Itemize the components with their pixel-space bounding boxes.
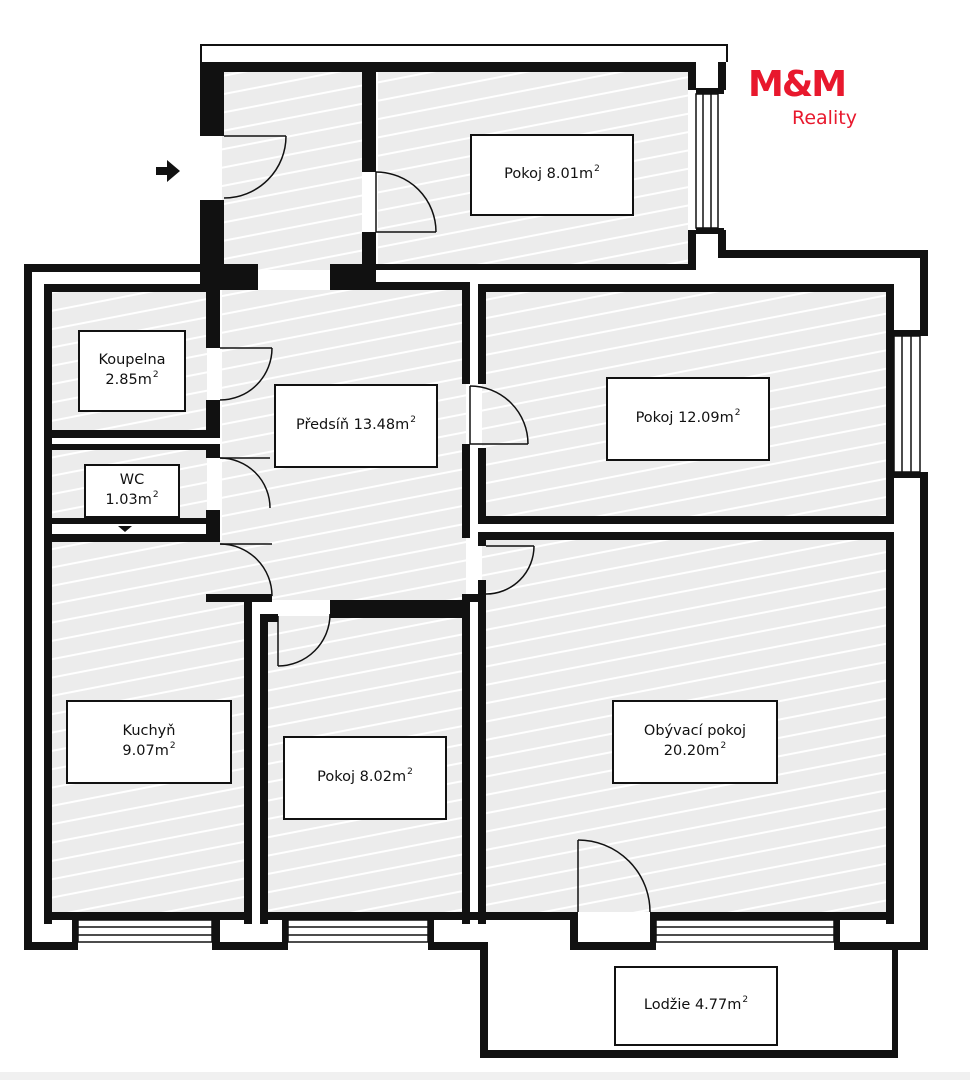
window-pokoj-8-01 xyxy=(695,93,719,229)
room-area: 8.02m xyxy=(359,769,407,785)
room-name: Obývací pokoj xyxy=(643,723,747,739)
logo-reality: Reality xyxy=(792,107,857,129)
wc-marker xyxy=(118,526,132,532)
room-label-pokoj-12-09: Pokoj 12.09m2 xyxy=(606,377,770,461)
area-superscript: 2 xyxy=(152,370,159,380)
room-name: Pokoj xyxy=(317,769,356,785)
door-pokoj-12-09 xyxy=(469,385,529,445)
window-pokoj-12-09 xyxy=(893,335,921,473)
room-name: Pokoj xyxy=(504,166,543,182)
entrance-arrow-icon xyxy=(156,160,180,182)
room-label-pokoj-8-02: Pokoj 8.02m2 xyxy=(283,736,447,820)
room-label-predsin: Předsíň 13.48m2 xyxy=(274,384,438,468)
area-superscript: 2 xyxy=(734,408,741,418)
door-koupelna xyxy=(219,347,273,401)
area-superscript: 2 xyxy=(152,490,159,500)
area-superscript: 2 xyxy=(742,995,749,1005)
logo-mm: M&M xyxy=(748,64,847,105)
door-entrance xyxy=(223,135,287,199)
floor-hall-upper xyxy=(222,70,362,270)
room-area: 20.20m xyxy=(663,743,720,759)
room-name: Koupelna xyxy=(98,352,166,368)
window-obyvaci xyxy=(655,919,835,943)
room-name: WC xyxy=(119,472,145,488)
room-name: Předsíň xyxy=(295,417,350,433)
area-superscript: 2 xyxy=(407,767,413,777)
area-superscript: 2 xyxy=(720,741,727,751)
door-pokoj-8-01 xyxy=(375,171,437,233)
room-area: 2.85m xyxy=(105,372,152,388)
room-label-koupelna: Koupelna 2.85m2 xyxy=(78,330,186,412)
door-kuchyn xyxy=(219,543,273,597)
window-kuchyn xyxy=(77,919,213,943)
window-pokoj-8-02 xyxy=(287,919,429,943)
bottom-band xyxy=(0,1072,970,1080)
door-pokoj-8-02 xyxy=(277,613,331,667)
doors xyxy=(219,135,651,913)
room-name: Kuchyň xyxy=(122,723,176,739)
room-label-kuchyn: Kuchyň 9.07m2 xyxy=(66,700,232,784)
room-area: 4.77m xyxy=(694,997,742,1013)
room-area: 12.09m xyxy=(678,410,734,426)
room-label-lodzie: Lodžie 4.77m2 xyxy=(614,966,778,1046)
room-label-pokoj-8-01: Pokoj 8.01m2 xyxy=(470,134,634,216)
brand-logo: M&M Reality xyxy=(748,66,868,136)
area-superscript: 2 xyxy=(169,741,176,751)
area-superscript: 2 xyxy=(410,415,416,425)
room-label-obyvaci-pokoj: Obývací pokoj 20.20m2 xyxy=(612,700,778,784)
walls xyxy=(24,44,928,1058)
room-area: 9.07m xyxy=(122,743,169,759)
area-superscript: 2 xyxy=(594,164,600,174)
room-area: 1.03m xyxy=(105,492,152,508)
door-lodzie xyxy=(577,839,651,913)
door-obyvaci xyxy=(485,545,535,595)
door-wc xyxy=(219,457,271,509)
room-name: Pokoj xyxy=(635,410,674,426)
room-area: 8.01m xyxy=(546,166,594,182)
windows xyxy=(77,93,921,943)
room-area: 13.48m xyxy=(353,417,410,433)
room-name: Lodžie xyxy=(643,997,691,1013)
room-label-wc: WC 1.03m2 xyxy=(84,464,180,518)
